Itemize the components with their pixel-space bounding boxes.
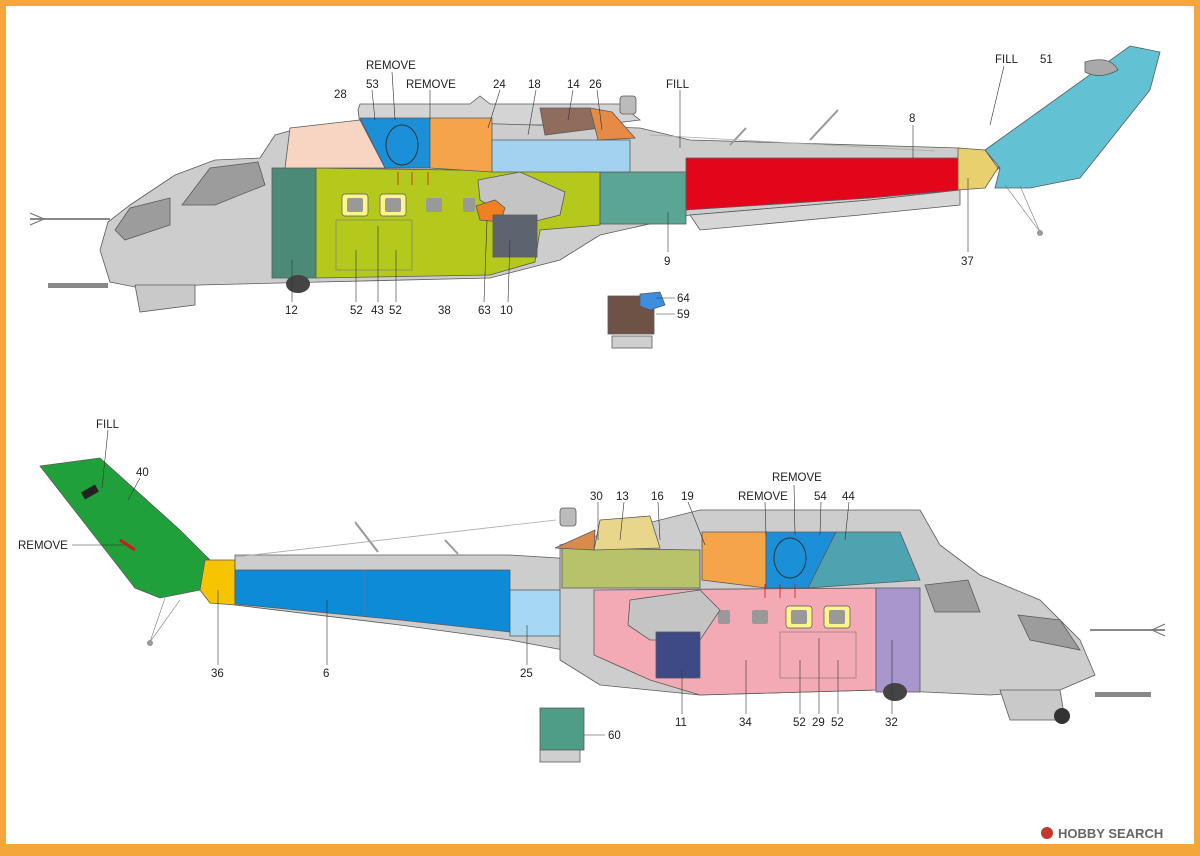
- top-label-9: 9: [664, 256, 670, 268]
- bottom-label-52b: 52: [831, 717, 844, 729]
- bottom-panel-40: [39, 457, 211, 599]
- bottom-panel-13: [593, 515, 661, 551]
- top-label-fill-tail: FILL: [995, 54, 1019, 66]
- helicopter-diagram: REMOVE REMOVE FILL FILL 53 28 24 18 14 2…: [18, 45, 1166, 841]
- bottom-label-remove-tail: REMOVE: [18, 540, 68, 552]
- top-panel-26: [589, 107, 636, 141]
- bottom-label-13: 13: [616, 491, 629, 503]
- top-panel-9: [599, 171, 687, 225]
- top-label-51: 51: [1040, 54, 1053, 66]
- bottom-label-11: 11: [675, 717, 687, 729]
- bottom-panel-19: [701, 531, 767, 589]
- top-label-18: 18: [528, 79, 541, 91]
- bottom-label-30: 30: [590, 491, 603, 503]
- top-label-remove-1: REMOVE: [366, 60, 416, 72]
- top-label-24: 24: [493, 79, 506, 91]
- top-label-14: 14: [567, 79, 580, 91]
- top-label-10: 10: [500, 305, 513, 317]
- bottom-leaders: [72, 429, 893, 736]
- bottom-label-fill: FILL: [96, 419, 120, 431]
- watermark: HOBBY SEARCH: [1041, 826, 1163, 841]
- top-panel-8: [685, 157, 959, 211]
- top-label-remove-2: REMOVE: [406, 79, 456, 91]
- top-panel-18: [491, 139, 631, 173]
- bottom-label-remove-1: REMOVE: [772, 472, 822, 484]
- bottom-label-6: 6: [323, 668, 329, 680]
- bottom-label-remove-2: REMOVE: [738, 491, 788, 503]
- top-label-37: 37: [961, 256, 974, 268]
- top-rear-canopy: [181, 161, 266, 206]
- bottom-label-34: 34: [739, 717, 752, 729]
- watermark-logo-icon: [1041, 827, 1053, 839]
- top-label-26: 26: [589, 79, 602, 91]
- top-leaders: [291, 65, 1005, 315]
- top-label-64: 64: [677, 293, 690, 305]
- bottom-label-40: 40: [136, 467, 149, 479]
- bottom-panel-11: [655, 631, 701, 679]
- bottom-panel-32: [875, 587, 921, 693]
- top-label-52b: 52: [389, 305, 402, 317]
- top-front-canopy: [114, 197, 171, 241]
- top-label-52a: 52: [350, 305, 363, 317]
- top-label-59: 59: [677, 309, 690, 321]
- bottom-front-canopy: [1017, 614, 1081, 651]
- top-label-38: 38: [438, 305, 451, 317]
- top-label-28: 28: [334, 89, 347, 101]
- top-panel-10: [492, 214, 538, 258]
- bottom-label-44: 44: [842, 491, 855, 503]
- top-label-8: 8: [909, 113, 915, 125]
- bottom-label-29: 29: [812, 717, 825, 729]
- bottom-rear-canopy: [924, 579, 981, 613]
- top-panel-12: [271, 167, 317, 279]
- bottom-labels: FILL 40 REMOVE 36 6 25 30 13 16 19 REMOV…: [18, 419, 898, 742]
- watermark-text: HOBBY SEARCH: [1058, 826, 1163, 841]
- top-panel-51: [984, 45, 1161, 189]
- top-label-12: 12: [285, 305, 298, 317]
- decal-placement-sheet: REMOVE REMOVE FILL FILL 53 28 24 18 14 2…: [6, 6, 1194, 844]
- bottom-panel-16: [561, 547, 701, 589]
- bottom-helicopter: [39, 457, 1166, 763]
- bottom-label-60: 60: [608, 730, 621, 742]
- bottom-panel-6: [234, 569, 511, 633]
- top-panel-64: [639, 291, 666, 311]
- bottom-label-25: 25: [520, 668, 533, 680]
- bottom-label-32: 32: [885, 717, 898, 729]
- top-panel-38: [315, 167, 601, 279]
- bottom-panel-60: [539, 707, 585, 751]
- top-label-fill: FILL: [666, 79, 690, 91]
- bottom-panel-36: [199, 559, 236, 606]
- top-labels: REMOVE REMOVE FILL FILL 53 28 24 18 14 2…: [285, 54, 1053, 321]
- top-label-53: 53: [366, 79, 379, 91]
- bottom-label-54: 54: [814, 491, 827, 503]
- top-panel-24: [429, 117, 493, 173]
- bottom-label-19: 19: [681, 491, 694, 503]
- top-label-43: 43: [371, 305, 384, 317]
- top-helicopter: [29, 45, 1161, 349]
- bottom-label-36: 36: [211, 668, 224, 680]
- bottom-panel-44: [807, 531, 921, 589]
- bottom-label-16: 16: [651, 491, 664, 503]
- top-label-63: 63: [478, 305, 491, 317]
- bottom-panel-30: [554, 529, 596, 551]
- bottom-label-52a: 52: [793, 717, 806, 729]
